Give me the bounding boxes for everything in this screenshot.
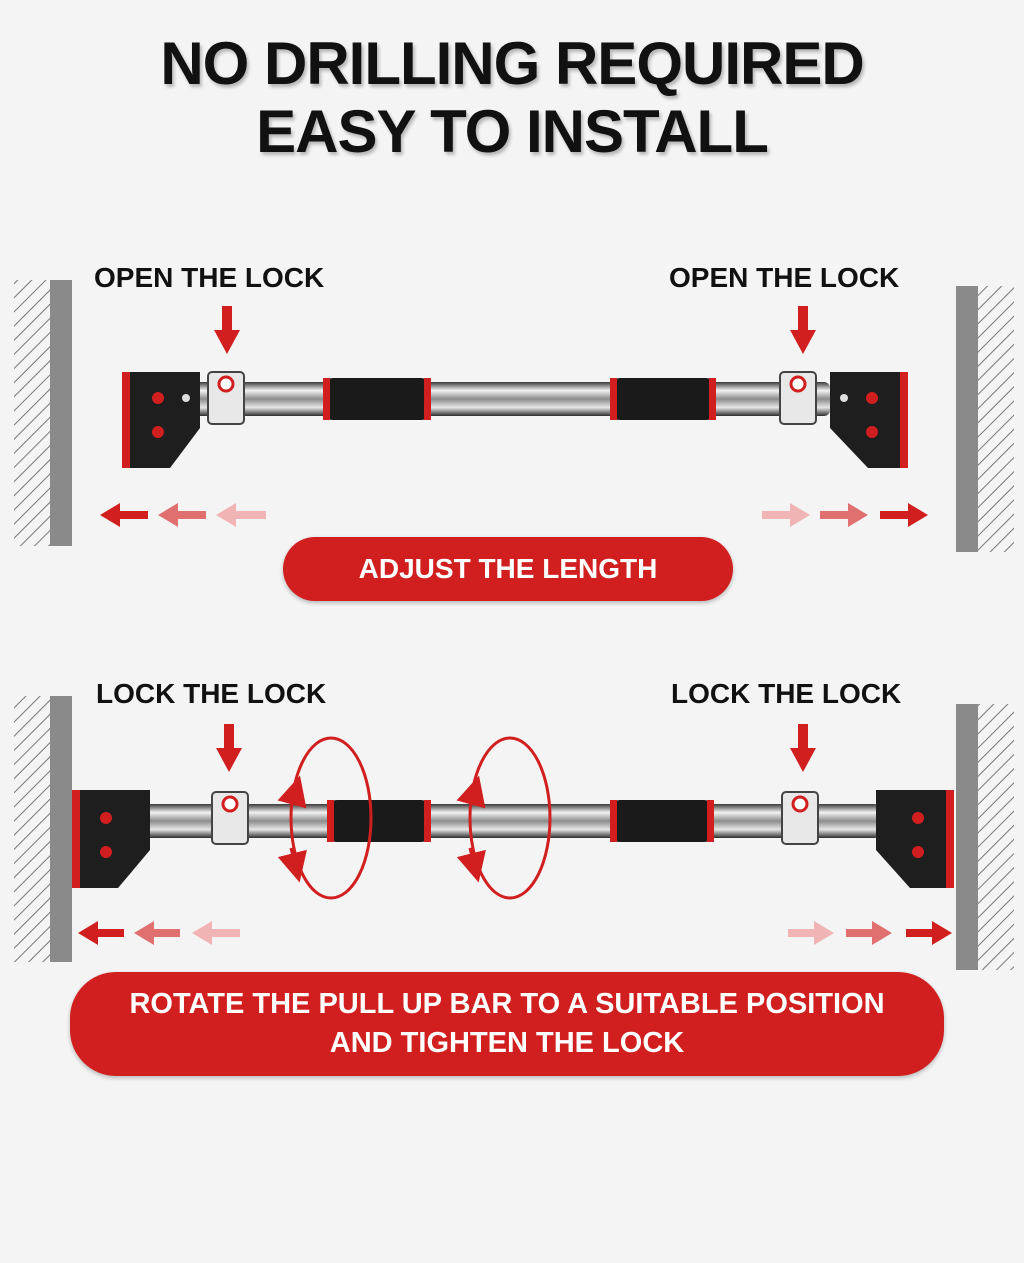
- step1-right-lock-label: OPEN THE LOCK: [669, 262, 900, 293]
- step1-left-wall: [14, 280, 72, 546]
- step2-left-down-arrow-icon: [216, 724, 242, 772]
- step1-left-down-arrow-icon: [214, 306, 240, 354]
- adjust-length-text: ADJUST THE LENGTH: [358, 553, 658, 584]
- step2-right-lock-label: LOCK THE LOCK: [671, 678, 902, 709]
- step1-right-down-arrow-icon: [790, 306, 816, 354]
- rotate-tighten-line-2: AND TIGHTEN THE LOCK: [329, 1027, 685, 1059]
- step2-pull-up-bar: [72, 790, 954, 888]
- step1-pull-up-bar: [122, 371, 908, 468]
- rotate-tighten-line-1: ROTATE THE PULL UP BAR TO A SUITABLE POS…: [129, 988, 885, 1020]
- step2-left-wall: [14, 696, 72, 962]
- step2-right-expand-arrows-icon: [788, 921, 952, 945]
- step1-right-expand-arrows-icon: [762, 503, 928, 527]
- step2-right-down-arrow-icon: [790, 724, 816, 772]
- rotate-right-icon: [456, 736, 552, 900]
- step2-left-lock-label: LOCK THE LOCK: [96, 678, 327, 709]
- headline-line-1: NO DRILLING REQUIRED: [160, 30, 864, 97]
- step1-left-expand-arrows-icon: [100, 503, 266, 527]
- adjust-length-banner: ADJUST THE LENGTH: [283, 537, 733, 601]
- rotate-left-icon: [277, 736, 373, 900]
- step1-right-wall: [956, 286, 1014, 552]
- step2-right-wall: [956, 704, 1014, 970]
- rotate-tighten-banner: ROTATE THE PULL UP BAR TO A SUITABLE POS…: [70, 972, 944, 1076]
- headline-line-2: EASY TO INSTALL: [256, 98, 769, 165]
- step1-left-lock-label: OPEN THE LOCK: [94, 262, 325, 293]
- step2-left-expand-arrows-icon: [78, 921, 240, 945]
